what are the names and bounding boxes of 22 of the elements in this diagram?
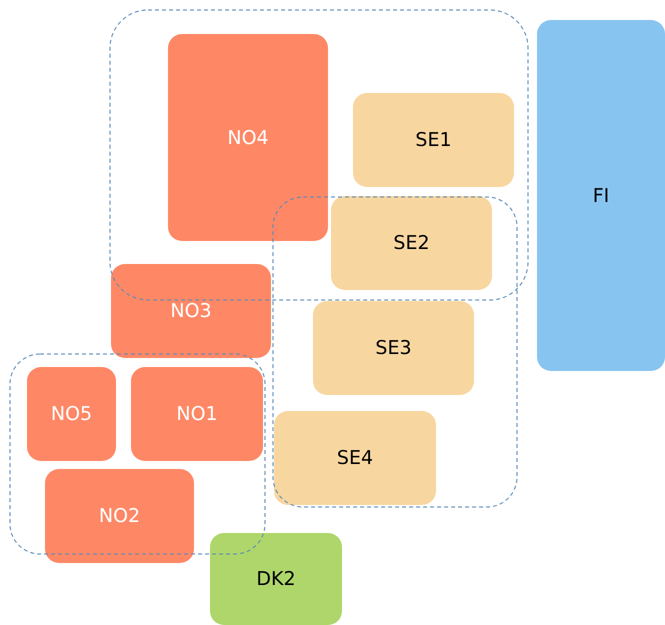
zone-label: SE4 [336, 447, 374, 469]
zone-box [131, 367, 263, 461]
zone-label: SE3 [375, 337, 412, 359]
zone-box [45, 469, 194, 563]
zone-label: FI [592, 184, 610, 206]
zone-box [331, 196, 492, 290]
zone-box [168, 34, 328, 241]
zone-label: SE1 [415, 129, 452, 151]
zone-box [537, 20, 665, 371]
zone-box [274, 411, 436, 505]
zone-label: NO2 [98, 505, 140, 527]
zone-label: SE2 [393, 232, 430, 254]
zone-box [353, 93, 514, 187]
zone-label: NO5 [50, 403, 92, 425]
zone-label: NO4 [227, 126, 269, 148]
zone-box [210, 533, 342, 625]
zone-label: NO1 [176, 403, 218, 425]
zone-label: DK2 [256, 568, 296, 590]
zone-box [27, 367, 116, 461]
zone-box [111, 264, 271, 358]
zone-label: NO3 [170, 300, 212, 322]
zone-box [313, 301, 474, 395]
